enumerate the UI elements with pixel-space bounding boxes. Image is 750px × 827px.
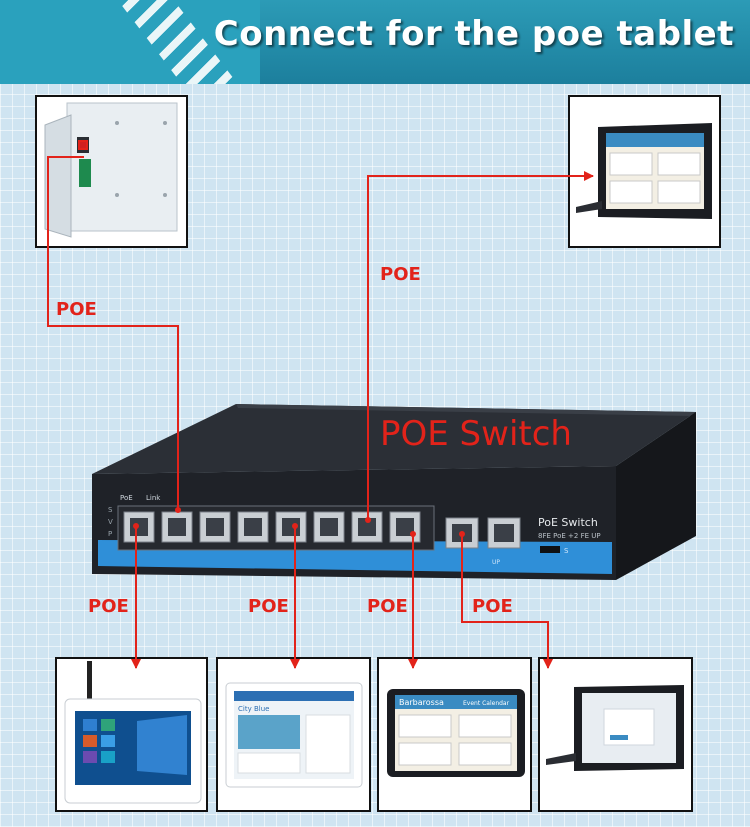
banner-title: Connect for the poe tablet [213, 14, 734, 54]
poe-label-bottom-4: POE [472, 596, 513, 617]
poe-label-top-right-device: POE [380, 264, 421, 285]
device-frame-barbarossa-tablet: Barbarossa Event Calendar [377, 657, 532, 812]
device-frame-windows-tablet [55, 657, 208, 812]
indicator-p: P [108, 530, 112, 538]
mode-label: S [564, 547, 569, 555]
connector-bottom-4 [461, 534, 553, 669]
event-calendar-label: Event Calendar [463, 700, 510, 707]
switch-top [92, 404, 696, 474]
mode-switch [540, 546, 560, 553]
poe-label-bottom-3: POE [367, 596, 408, 617]
device-frame-android-tablet [538, 657, 693, 812]
indicator-s: S [108, 506, 113, 514]
connector-top-right-device [367, 171, 594, 520]
poe-label-left-device: POE [56, 299, 97, 320]
header-banner: Connect for the poe tablet [0, 0, 750, 84]
switch-title: POE Switch [380, 414, 572, 454]
poe-indicator-label: PoE [120, 494, 133, 502]
indicator-v: V [108, 518, 113, 526]
link-indicator-label: Link [146, 494, 161, 502]
uplink-label: UP [492, 559, 500, 566]
switch-side [616, 412, 696, 580]
banner-stripes [0, 0, 260, 84]
poe-ports [123, 511, 421, 543]
poe-label-bottom-2: POE [248, 596, 289, 617]
cityblue-brand: City Blue [238, 705, 269, 713]
barbarossa-brand: Barbarossa [399, 698, 444, 707]
device-frame-cityblue-tablet: City Blue [216, 657, 371, 812]
poe-label-bottom-1: POE [88, 596, 129, 617]
switch-spec-label: 8FE PoE +2 FE UP [538, 532, 601, 540]
connector-left-device [47, 156, 179, 510]
switch-brand-label: PoE Switch [538, 516, 598, 529]
device-frame-back-panel [35, 95, 188, 248]
